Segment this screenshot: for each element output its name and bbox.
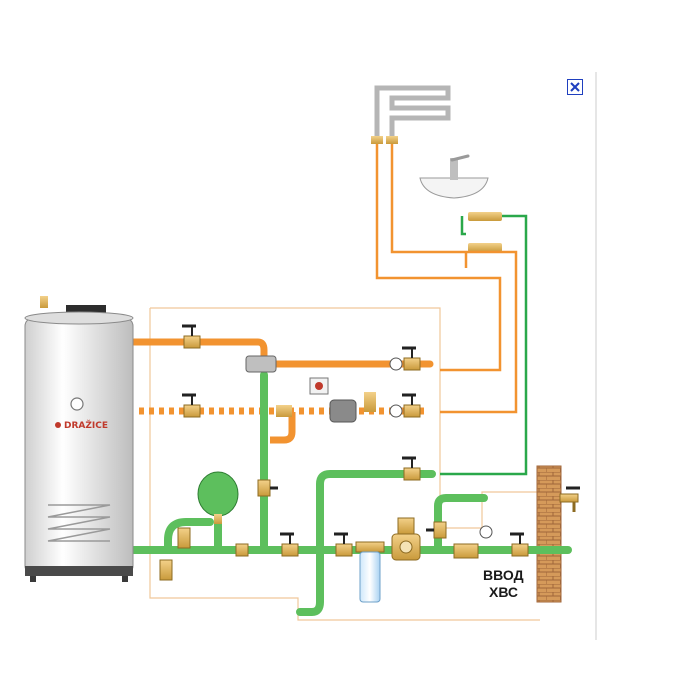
valve <box>334 532 353 557</box>
valve <box>510 532 529 557</box>
valve <box>402 393 421 418</box>
radiator-valve-right <box>386 136 398 144</box>
inlet-label-line2: ХВС <box>489 584 518 600</box>
water-heater: DRAŽICE <box>24 296 134 582</box>
system-outline <box>149 307 540 621</box>
circulation-pump <box>309 377 357 423</box>
close-button[interactable] <box>567 79 583 95</box>
valve <box>426 521 447 539</box>
manifold-cold <box>468 212 502 221</box>
mixing-valve <box>245 355 277 373</box>
valve <box>402 346 421 371</box>
water-filter <box>355 541 385 603</box>
check-valve <box>364 392 376 412</box>
cold-water-line <box>440 214 528 476</box>
sink <box>419 154 489 199</box>
tee-fitting <box>235 543 249 557</box>
strainer <box>453 543 479 559</box>
radiator-valve-left <box>371 136 383 144</box>
towel-radiator <box>374 85 451 143</box>
valve <box>402 456 421 481</box>
close-icon <box>570 82 580 92</box>
valve <box>182 393 201 418</box>
brick-wall <box>536 465 562 603</box>
manifold-hot <box>468 243 502 252</box>
pressure-reducer <box>391 517 421 561</box>
drain-valve <box>159 559 173 581</box>
garden-tap <box>559 486 580 512</box>
fitting <box>276 405 292 417</box>
hot-water-lines <box>375 144 518 414</box>
hot-pipes <box>130 338 434 368</box>
valve <box>182 324 201 349</box>
inlet-label-line1: ВВОД <box>483 567 524 583</box>
safety-valve <box>177 527 191 549</box>
pressure-gauges <box>389 357 493 539</box>
valve <box>257 479 278 497</box>
valve <box>280 532 299 557</box>
expansion-tank <box>197 471 239 524</box>
heater-brand-label: DRAŽICE <box>64 419 108 431</box>
valves <box>182 324 529 557</box>
